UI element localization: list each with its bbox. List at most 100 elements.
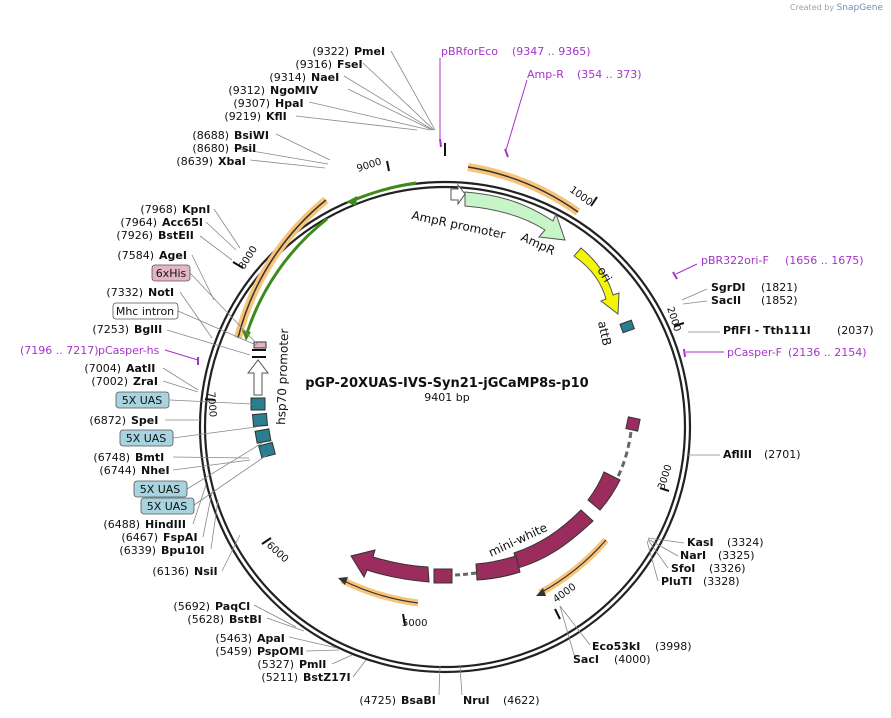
site-sacii-name: SacII [711,294,741,307]
site-pluti-name: PluTI [661,575,692,588]
mini-white-exon-2 [587,471,621,511]
site-bmti-pos: (6748) [93,451,130,464]
tick-label-3000: 3000 [656,463,674,491]
primer-pcasper-f-name: pCasper-F [727,346,782,359]
site-bsteii-pos: (7926) [116,229,153,242]
hsp70-promoter-label: hsp70 promoter [274,328,291,425]
plasmid-name: pGP-20XUAS-IVS-Syn21-jGCaMP8s-p10 [305,376,588,391]
site-afliii-name: AflIII [723,448,752,461]
site-nrui-name: NruI [463,694,490,707]
site-hpai-name: HpaI [275,97,304,110]
primer-amp-r-mark [504,148,509,158]
leader-noti [179,291,213,339]
tag-mhc-text: Mhc intron [116,305,174,318]
site-kpni-pos: (7968) [140,203,177,216]
site-paqci-pos: (5692) [173,600,210,613]
site-nsii-pos: (6136) [152,565,189,578]
site-bsiwi-pos: (8688) [192,129,229,142]
green-arc-top-head [346,196,357,206]
green-arc-left [245,217,328,334]
site-fspai-pos: (6467) [121,531,158,544]
tick-1000 [590,196,598,207]
site-fspai-name: FspAI [163,531,198,544]
leader-pluti [646,540,659,582]
mini-white-exon-4 [475,555,521,581]
leader-kfli [295,115,418,131]
leader-bsiwi [275,133,331,161]
mhc-intron-mark [253,341,267,349]
leader-nrui [459,665,463,696]
site-pmli-pos: (5327) [257,658,294,671]
leader-acc65i [205,221,237,251]
tag-labels: 6xHis Mhc intron 5X UAS 5X UAS 5X UAS 5X… [112,264,268,515]
tag-6xhis-box [151,264,191,282]
site-hindiii-pos: (6488) [103,518,140,531]
sites-left: (9322) PmeI (9316) FseI (9314) NaeI (931… [84,45,435,707]
tick-label-5000: 5000 [402,618,427,629]
tag-6xhis-leader [189,272,259,346]
site-fsei-name: FseI [337,58,363,71]
orange-arc-bottom-right-line [539,539,607,594]
primer-pbr322ori-f: pBR322ori-F (1656 .. 1675) [672,254,864,280]
tag-uas3-text: 5X UAS [140,483,181,496]
hsp70-promoter-arrow [246,359,270,396]
site-pmli-name: PmlI [299,658,326,671]
mini-white-arrow [350,549,430,583]
site-pflfi-name: PflFI - Tth111I [723,324,811,337]
leader-psii [233,147,329,165]
orange-arc-bottom-line [341,579,419,604]
tick-2000 [673,322,685,327]
site-sfoi-pos: (3326) [709,562,746,575]
orange-arc-top-line [467,166,579,213]
leader-sacii [682,300,708,305]
primer-pbrforeco-range: (9347 .. 9365) [512,45,591,58]
leader-bsteii [199,235,233,261]
orange-arc-left-line [237,199,327,339]
site-afliii-pos: (2701) [764,448,801,461]
leader-pmei [390,50,436,131]
green-arc-left-head [242,330,251,341]
site-agei-name: AgeI [159,249,187,262]
site-psii-name: PsiI [234,142,256,155]
site-agei-pos: (7584) [117,249,154,262]
leader-hpai [308,101,431,131]
leader-xbai [249,159,326,169]
leader-eco53ki [559,605,591,646]
sites-right: SgrDI (1821) SacII (1852) PflFI - Tth111… [463,281,874,707]
leader-agei [191,254,215,301]
site-pmei-name: PmeI [354,45,385,58]
leader-bmti [172,456,250,459]
tick-4000 [554,608,561,620]
site-hindiii-name: HindIII [145,518,186,531]
site-eco53ki-pos: (3998) [655,640,692,653]
green-arc-top [351,181,417,203]
site-bpu10i-name: Bpu10I [161,544,205,557]
tick-8000 [232,261,244,269]
leader-kasi [647,537,685,544]
tag-mhc-leader [177,310,257,346]
ampr-promoter-label: AmpR promoter [410,208,506,242]
site-hpai-pos: (9307) [233,97,270,110]
hsp70-tick-2 [252,356,266,358]
site-naei-name: NaeI [311,71,339,84]
site-pspomi-name: PspOMI [257,645,304,658]
mini-white-exon-5 [433,568,453,584]
site-bglii-name: BglII [134,323,162,336]
site-ngomiv-name: NgoMIV [270,84,319,97]
site-bstbi-name: BstBI [229,613,262,626]
primer-pbrforeco: pBRforEco (9347 .. 9365) [439,45,591,148]
watermark-prefix: Created by [790,3,835,12]
orange-arc-bottom-right-head [536,588,546,596]
site-xbai-name: XbaI [218,155,246,168]
site-zrai-name: ZraI [133,375,158,388]
site-eco53ki-name: Eco53kI [592,640,640,653]
tick-label-7000: 7000 [205,391,218,417]
leader-naei [343,75,434,131]
tick-3000 [659,487,670,492]
primer-pbrforeco-name: pBRforEco [441,45,498,58]
uas-box-3 [254,428,272,444]
primer-pcasper-hs-range: (7196 .. 7217) [20,344,99,357]
attb-box [619,319,635,334]
site-bsteii-name: BstEII [158,229,194,242]
tick-label-9000: 9000 [356,157,384,175]
